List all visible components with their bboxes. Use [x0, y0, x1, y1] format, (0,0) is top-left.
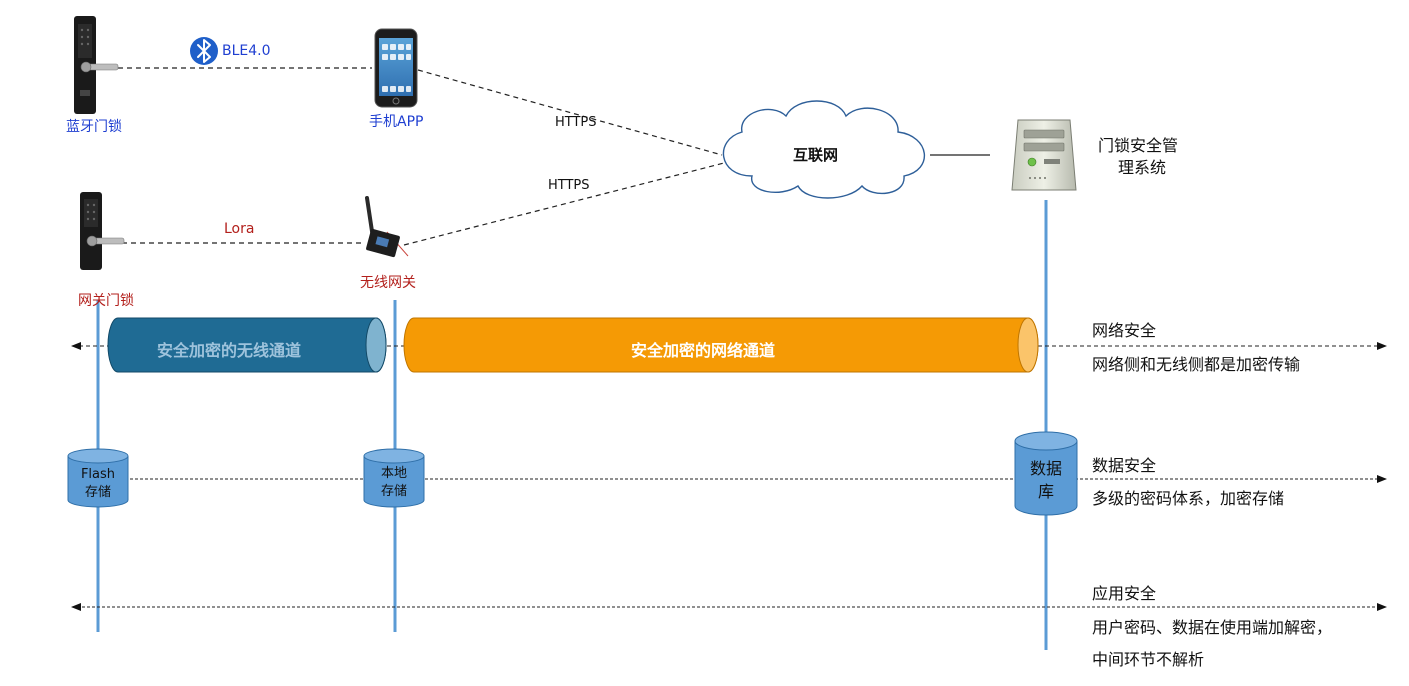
bluetooth-icon: [190, 37, 218, 65]
gateway-lock-icon: [80, 192, 125, 270]
local-storage-cylinder: [363, 448, 425, 508]
local-storage-label-line1: 本地: [380, 466, 407, 481]
app-security-desc-line2: 中间环节不解析: [1092, 650, 1205, 669]
database-label-line1: 数据: [1029, 459, 1062, 478]
wireless-gateway-label: 无线网关: [360, 275, 416, 291]
mgmt-system-label-line2: 理系统: [1118, 158, 1167, 177]
https-link-phone: [417, 69, 723, 156]
lora-label: Lora: [224, 221, 255, 237]
flash-storage-cylinder: [67, 448, 129, 508]
data-security-title: 数据安全: [1092, 456, 1157, 475]
internet-label: 互联网: [793, 146, 839, 164]
wireless-gateway-icon: [365, 196, 409, 258]
data-security-desc: 多级的密码体系，加密存储: [1092, 489, 1285, 508]
network-channel-tube: [403, 317, 1039, 373]
https-label-top: HTTPS: [555, 115, 597, 130]
app-security-desc-line1: 用户密码、数据在使用端加解密，: [1092, 618, 1333, 637]
wireless-channel-label: 安全加密的无线通道: [157, 341, 302, 360]
flash-storage-label-line2: 存储: [84, 485, 111, 500]
flash-storage-label-line1: Flash: [80, 467, 116, 482]
https-link-gateway: [403, 161, 729, 246]
ble-label: BLE4.0: [222, 43, 271, 59]
network-security-desc: 网络侧和无线侧都是加密传输: [1092, 355, 1301, 374]
internet-cloud: [722, 100, 925, 199]
bluetooth-lock-label: 蓝牙门锁: [66, 119, 122, 135]
database-cylinder: [1014, 431, 1078, 516]
database-label-line2: 库: [1037, 482, 1054, 501]
network-security-title: 网络安全: [1092, 321, 1157, 340]
network-channel-label: 安全加密的网络通道: [631, 341, 776, 360]
phone-icon: [374, 28, 418, 108]
gateway-lock-label: 网关门锁: [78, 293, 134, 309]
mgmt-system-label-line1: 门锁安全管: [1098, 136, 1179, 155]
wireless-channel-tube: [107, 317, 387, 373]
phone-app-label: 手机APP: [369, 114, 424, 130]
local-storage-label-line2: 存储: [380, 484, 407, 499]
server-icon: [1011, 119, 1077, 191]
bluetooth-lock-icon: [74, 16, 119, 114]
https-label-bottom: HTTPS: [548, 178, 590, 193]
app-security-title: 应用安全: [1092, 584, 1157, 603]
